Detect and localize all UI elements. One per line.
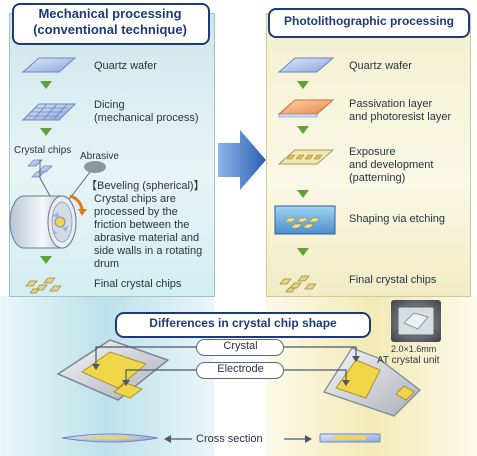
photolithographic-title-box — [268, 8, 470, 38]
patterning-label: (patterning) — [349, 172, 406, 184]
beveling-desc-line: abrasive material and — [94, 232, 200, 244]
left-wafer-label: Quartz wafer — [94, 60, 157, 72]
right-arrow-4-icon — [297, 248, 309, 256]
beveling-desc-line: side walls in a rotating — [94, 245, 203, 257]
dicing-label: Dicing — [94, 99, 125, 111]
left-arrow-2-icon — [40, 128, 52, 136]
left-quartz-wafer-icon — [21, 57, 77, 73]
passivation-label: Passivation layer — [349, 98, 433, 110]
left-final-label: Final crystal chips — [94, 278, 182, 290]
right-arrow-2-icon — [297, 126, 309, 134]
right-final-chips-icon — [279, 275, 317, 293]
right-arrow-1-icon — [297, 81, 309, 89]
development-label: and development — [349, 159, 434, 171]
beveling-title: 【Beveling (spherical)】 — [86, 180, 205, 192]
crystal-chips-label: Crystal chips — [14, 145, 72, 156]
cross-section-label: Cross section — [196, 433, 263, 445]
crystal-label-box — [196, 339, 284, 356]
abrasive-label: Abrasive — [80, 151, 119, 162]
passivation-sublabel: and photoresist layer — [349, 111, 452, 123]
left-final-chips-icon — [25, 277, 62, 294]
unit-name-label: AT crystal unit — [377, 355, 440, 366]
cross-section-arrowheads — [164, 435, 312, 443]
shape-differences-title-box — [115, 312, 371, 338]
beveling-desc-line: friction between the — [94, 219, 190, 231]
unit-size-label: 2.0×1.6mm — [391, 344, 437, 354]
abrasive-icon — [84, 161, 106, 173]
etching-label: Shaping via etching — [349, 213, 446, 225]
photolithographic-cross-section-icon — [319, 433, 381, 443]
beveling-desc-line: processed by the — [94, 206, 178, 218]
right-wafer-label: Quartz wafer — [349, 60, 412, 72]
beveling-desc-line: drum — [94, 258, 120, 270]
exposure-label: Exposure — [349, 146, 396, 158]
photolithographic-chip-illustration — [323, 347, 421, 417]
photolithographic-title: Photolithographic processing — [283, 14, 454, 28]
at-crystal-unit-photo — [391, 300, 441, 342]
electrode-label: Electrode — [217, 363, 264, 375]
shape-differences-title: Differences in crystal chip shape — [149, 316, 337, 330]
left-arrow-3-icon — [40, 256, 52, 264]
mechanical-title-line1: Mechanical processing — [38, 6, 182, 21]
diced-wafer-icon — [21, 103, 77, 121]
right-quartz-wafer-icon — [277, 57, 335, 73]
label-leader-lines — [95, 346, 357, 382]
beveling-desc-line: Crystal chips are — [94, 193, 176, 205]
dicing-sublabel: (mechanical process) — [94, 112, 199, 124]
mechanical-chip-illustration — [56, 339, 170, 401]
right-arrow-3-icon — [297, 190, 309, 198]
mechanical-cross-section-icon — [61, 433, 159, 443]
process-comparison-arrow-icon — [218, 130, 266, 190]
mechanical-title-box — [12, 3, 210, 45]
mechanical-title-line2: (conventional technique) — [33, 22, 187, 37]
right-final-label: Final crystal chips — [349, 274, 437, 286]
crystal-label: Crystal — [223, 340, 258, 352]
left-arrow-1-icon — [40, 81, 52, 89]
beveling-description: Crystal chips are processed by the frict… — [94, 193, 202, 271]
electrode-label-box — [196, 362, 284, 379]
leader-arrowheads — [92, 356, 360, 386]
etching-bath-icon — [274, 205, 336, 235]
rotating-drum-icon — [9, 194, 87, 249]
passivation-layer-icon — [277, 99, 335, 118]
crystal-chips-icon — [27, 159, 53, 178]
exposure-pattern-icon — [277, 149, 335, 165]
